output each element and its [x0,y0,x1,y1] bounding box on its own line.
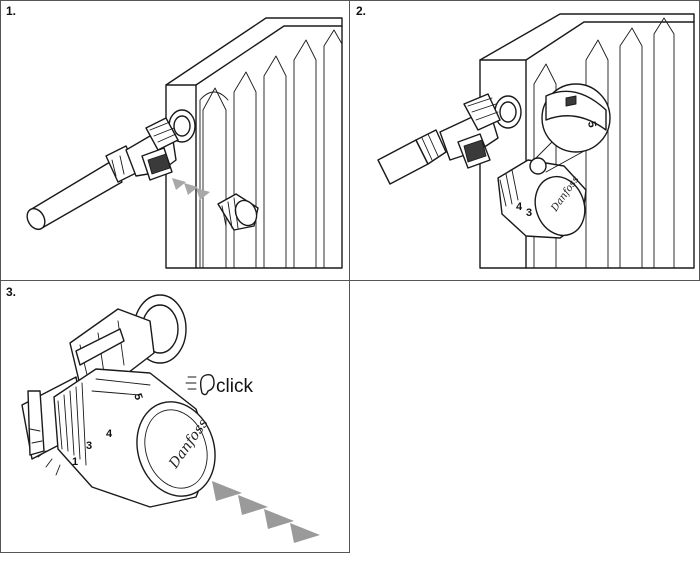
motion-ticks [29,428,61,476]
wall-connector [494,95,522,129]
valve-body [105,117,179,183]
valve-nut [69,308,155,386]
valve-body [439,93,501,169]
direction-arrows [172,178,210,200]
step-2-number: 2. [356,4,367,18]
supply-pipe [26,161,123,231]
step-3-scale-4: 4 [106,428,113,440]
click-label: click [216,376,253,397]
step-1-number: 1. [6,4,17,18]
step-2-dial-mark: 5 [585,120,598,128]
step-3-panel: 3. 4 3 1 5 Danfoss [0,281,350,553]
step-1-illustration [26,17,343,269]
step-2-illustration: 4 3 Danfoss 5 [377,13,695,269]
step-2-panel: 2. [350,0,700,281]
step-1-panel: 1. [0,0,350,281]
step-2-scale-4: 4 [516,201,523,213]
step-3-number: 3. [6,285,17,299]
ear-sound-icon [185,373,215,396]
empty-panel [350,281,700,553]
protective-cap [217,193,259,231]
step-3-dial-mark: 5 [131,392,144,402]
step-3-scale-1: 1 [72,456,78,468]
direction-arrows [212,481,320,543]
supply-pipe [377,129,447,185]
radiator [165,17,343,269]
zoom-callout: 5 [529,83,611,175]
thermostat-head: 4 3 1 5 Danfoss [53,368,216,508]
step-3-scale-3: 3 [86,440,92,452]
step-3-illustration: 4 3 1 5 Danfoss click [21,294,320,543]
thermostat-head: 4 3 Danfoss [497,159,587,239]
step-2-scale-3: 3 [526,207,532,219]
